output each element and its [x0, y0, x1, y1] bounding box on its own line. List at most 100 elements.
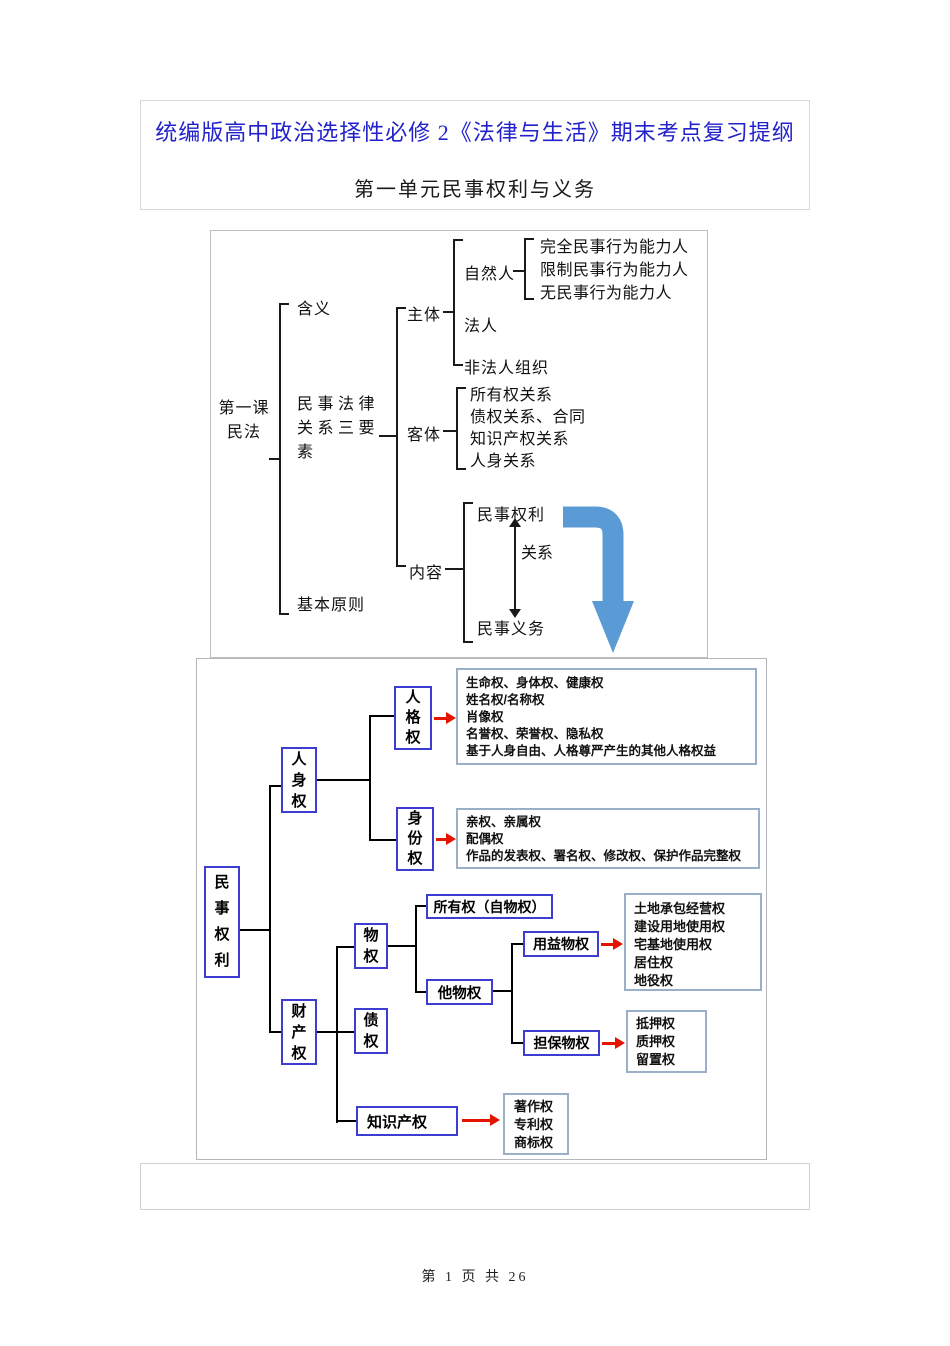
connector-line [271, 785, 281, 787]
detail-line: 留置权 [636, 1052, 676, 1067]
connector-line [443, 311, 453, 313]
elements-line3: 素 [297, 444, 318, 461]
connector-line [511, 943, 513, 1044]
node-ip-rights: 知识产权 [356, 1106, 458, 1136]
red-arrow-icon [601, 938, 623, 950]
node-real-rights-label: 物权 [363, 927, 379, 965]
detail-line: 土地承包经营权 [634, 901, 726, 916]
connector-line [338, 1031, 354, 1033]
connector-line [336, 946, 338, 1123]
connector-line [271, 1031, 281, 1033]
connector-line [388, 945, 415, 947]
connector-line [371, 715, 394, 717]
node-personality-rights-label: 人格权 [405, 689, 421, 746]
connector-line [240, 929, 269, 931]
detail-line: 作品的发表权、署名权、修改权、保护作品完整权 [466, 849, 742, 863]
capacity-type-list: 完全民事行为能力人 限制民事行为能力人 无民事行为能力人 [540, 236, 689, 305]
relation-label: 关系 [521, 545, 554, 562]
connector-line [269, 458, 279, 460]
node-identity-rights: 身份权 [396, 807, 434, 871]
bracket-content [463, 502, 473, 643]
civil-rights-flowchart: 民事权利 人身权 人格权 身份权 财产权 物权 债权 知识产权 所有权（自物权）… [196, 658, 767, 1160]
detail-line: 亲权、亲属权 [466, 815, 542, 829]
branch-principles: 基本原则 [297, 597, 366, 614]
detail-line: 商标权 [514, 1135, 554, 1150]
connector-line [379, 435, 396, 437]
node-civil-rights: 民事权利 [477, 507, 546, 524]
connector-line [269, 785, 271, 1033]
node-content: 内容 [409, 565, 444, 582]
node-civil-rights-root: 民事权利 [204, 866, 240, 978]
node-unincorporated-org: 非法人组织 [464, 360, 550, 377]
identity-rights-detail-box: 亲权、亲属权 配偶权 作品的发表权、署名权、修改权、保护作品完整权 [456, 808, 760, 869]
root-node-lesson1: 第一课 民法 [215, 397, 273, 445]
ip-rights-detail-box: 著作权 专利权 商标权 [503, 1093, 569, 1155]
connector-line [493, 990, 511, 992]
capacity-full: 完全民事行为能力人 [540, 239, 689, 256]
connector-line [445, 568, 463, 570]
connector-line [417, 991, 426, 993]
red-arrow-icon [602, 1037, 625, 1049]
connector-line [443, 430, 456, 432]
detail-line: 质押权 [636, 1034, 676, 1049]
node-other-real-rights-label: 他物权 [437, 985, 482, 1002]
red-arrow-icon [434, 712, 456, 724]
unit-subtitle: 第一单元民事权利与义务 [354, 179, 596, 201]
connector-line [317, 1031, 336, 1033]
title-block: 统编版高中政治选择性必修 2《法律与生活》期末考点复习提纲 第一单元民事权利与义… [140, 100, 810, 210]
detail-line: 建设用地使用权 [634, 919, 726, 934]
node-debt-rights-label: 债权 [363, 1012, 379, 1050]
relation-debt-contract: 债权关系、合同 [470, 409, 586, 426]
detail-line: 肖像权 [466, 710, 504, 724]
capacity-none: 无民事行为能力人 [540, 285, 673, 302]
node-security-interest-label: 担保物权 [533, 1035, 590, 1051]
node-security-interest: 担保物权 [523, 1030, 600, 1056]
connector-line [513, 1042, 523, 1044]
node-legal-person: 法人 [464, 318, 499, 335]
node-property-rights: 财产权 [281, 999, 317, 1065]
personality-rights-detail-box: 生命权、身体权、健康权 姓名权/名称权 肖像权 名誉权、荣誉权、隐私权 基于人身… [456, 668, 757, 765]
connector-line [513, 270, 524, 272]
detail-line: 宅基地使用权 [634, 937, 713, 952]
connector-line [338, 1120, 356, 1122]
detail-line: 专利权 [514, 1117, 554, 1132]
node-identity-rights-label: 身份权 [407, 810, 423, 867]
detail-line: 抵押权 [636, 1016, 676, 1031]
branch-meaning: 含义 [297, 301, 332, 318]
page-title: 统编版高中政治选择性必修 2《法律与生活》期末考点复习提纲 [155, 120, 795, 145]
bracket-main [279, 303, 289, 615]
node-civil-obligations: 民事义务 [477, 621, 546, 638]
bracket-elements [396, 307, 406, 567]
node-personal-rights: 人身权 [281, 747, 317, 813]
flow-arrow-icon [563, 506, 634, 653]
root-line2: 民法 [226, 424, 261, 441]
node-other-real-rights: 他物权 [426, 979, 493, 1005]
detail-line: 生命权、身体权、健康权 [466, 676, 604, 690]
detail-line: 姓名权/名称权 [466, 693, 545, 707]
double-arrow-icon [509, 518, 521, 618]
node-debt-rights: 债权 [354, 1008, 388, 1054]
detail-line: 配偶权 [466, 832, 504, 846]
detail-line: 名誉权、荣誉权、隐私权 [466, 727, 604, 741]
connector-line [369, 715, 371, 841]
red-arrow-icon [436, 833, 456, 845]
connector-line [415, 905, 417, 993]
node-ip-rights-label: 知识产权 [367, 1113, 428, 1131]
relation-personal: 人身关系 [470, 453, 537, 470]
relation-ownership: 所有权关系 [470, 387, 553, 404]
relation-ip: 知识产权关系 [470, 431, 570, 448]
empty-paragraph-block [140, 1163, 810, 1210]
red-arrow-icon [462, 1114, 500, 1126]
node-usufruct-label: 用益物权 [533, 936, 589, 952]
node-civil-rights-root-label: 民事权利 [214, 874, 230, 969]
node-subject: 主体 [407, 307, 442, 324]
node-natural-person: 自然人 [464, 266, 516, 283]
connector-line [371, 839, 396, 841]
branch-three-elements: 民事法律 关系三要 素 [297, 393, 379, 465]
elements-line2: 关系三要 [297, 420, 380, 437]
detail-line: 著作权 [514, 1099, 554, 1114]
civil-law-mindmap: 第一课 民法 含义 民事法律 关系三要 素 基本原则 主体 自然人 完全民事行为… [210, 230, 708, 658]
node-real-rights: 物权 [354, 923, 388, 969]
connector-line [317, 779, 369, 781]
root-line1: 第一课 [218, 400, 270, 417]
